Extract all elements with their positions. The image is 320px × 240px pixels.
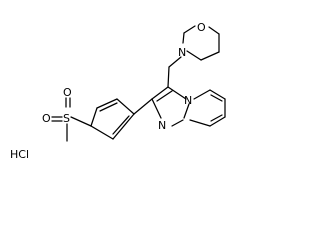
bond bbox=[210, 114, 223, 122]
bond bbox=[156, 90, 173, 102]
atom-labels: O N N N S O O HCl bbox=[10, 21, 206, 161]
sulfur-label: S bbox=[63, 112, 70, 125]
bond bbox=[209, 89, 226, 100]
bond bbox=[151, 86, 169, 100]
bond bbox=[167, 86, 187, 100]
bond bbox=[90, 125, 114, 140]
imine-nitrogen-label: N bbox=[158, 119, 166, 132]
bond bbox=[209, 116, 226, 127]
sulfonyl-oxygen-top-label: O bbox=[63, 86, 72, 99]
bond bbox=[168, 56, 182, 68]
bond bbox=[112, 113, 135, 140]
morpholine-nitrogen-label: N bbox=[178, 46, 186, 59]
bond bbox=[210, 94, 223, 102]
bond bbox=[70, 116, 92, 127]
morpholine-oxygen-label: O bbox=[197, 21, 206, 34]
bond bbox=[151, 98, 162, 119]
bond bbox=[186, 50, 202, 61]
bridgehead-nitrogen-label: N bbox=[184, 94, 192, 107]
bond bbox=[193, 89, 211, 100]
bond bbox=[133, 98, 153, 115]
bond bbox=[182, 32, 185, 44]
structure-canvas: O N N N S O O HCl bbox=[10, 21, 226, 161]
bond bbox=[99, 102, 118, 112]
bond bbox=[90, 107, 98, 127]
bond bbox=[167, 66, 170, 88]
bond bbox=[208, 26, 220, 35]
bond bbox=[189, 119, 211, 127]
bond bbox=[96, 98, 118, 109]
salt-label: HCl bbox=[10, 148, 29, 161]
bond bbox=[116, 98, 135, 115]
bond bbox=[171, 119, 184, 127]
sulfonyl-oxygen-left-label: O bbox=[42, 112, 51, 125]
bond bbox=[183, 25, 196, 34]
molecule-structure-diagram: O N N N S O O HCl bbox=[10, 21, 226, 161]
bond bbox=[112, 115, 130, 135]
bond bbox=[200, 51, 220, 61]
bond bbox=[183, 103, 190, 119]
bonds bbox=[51, 25, 226, 142]
